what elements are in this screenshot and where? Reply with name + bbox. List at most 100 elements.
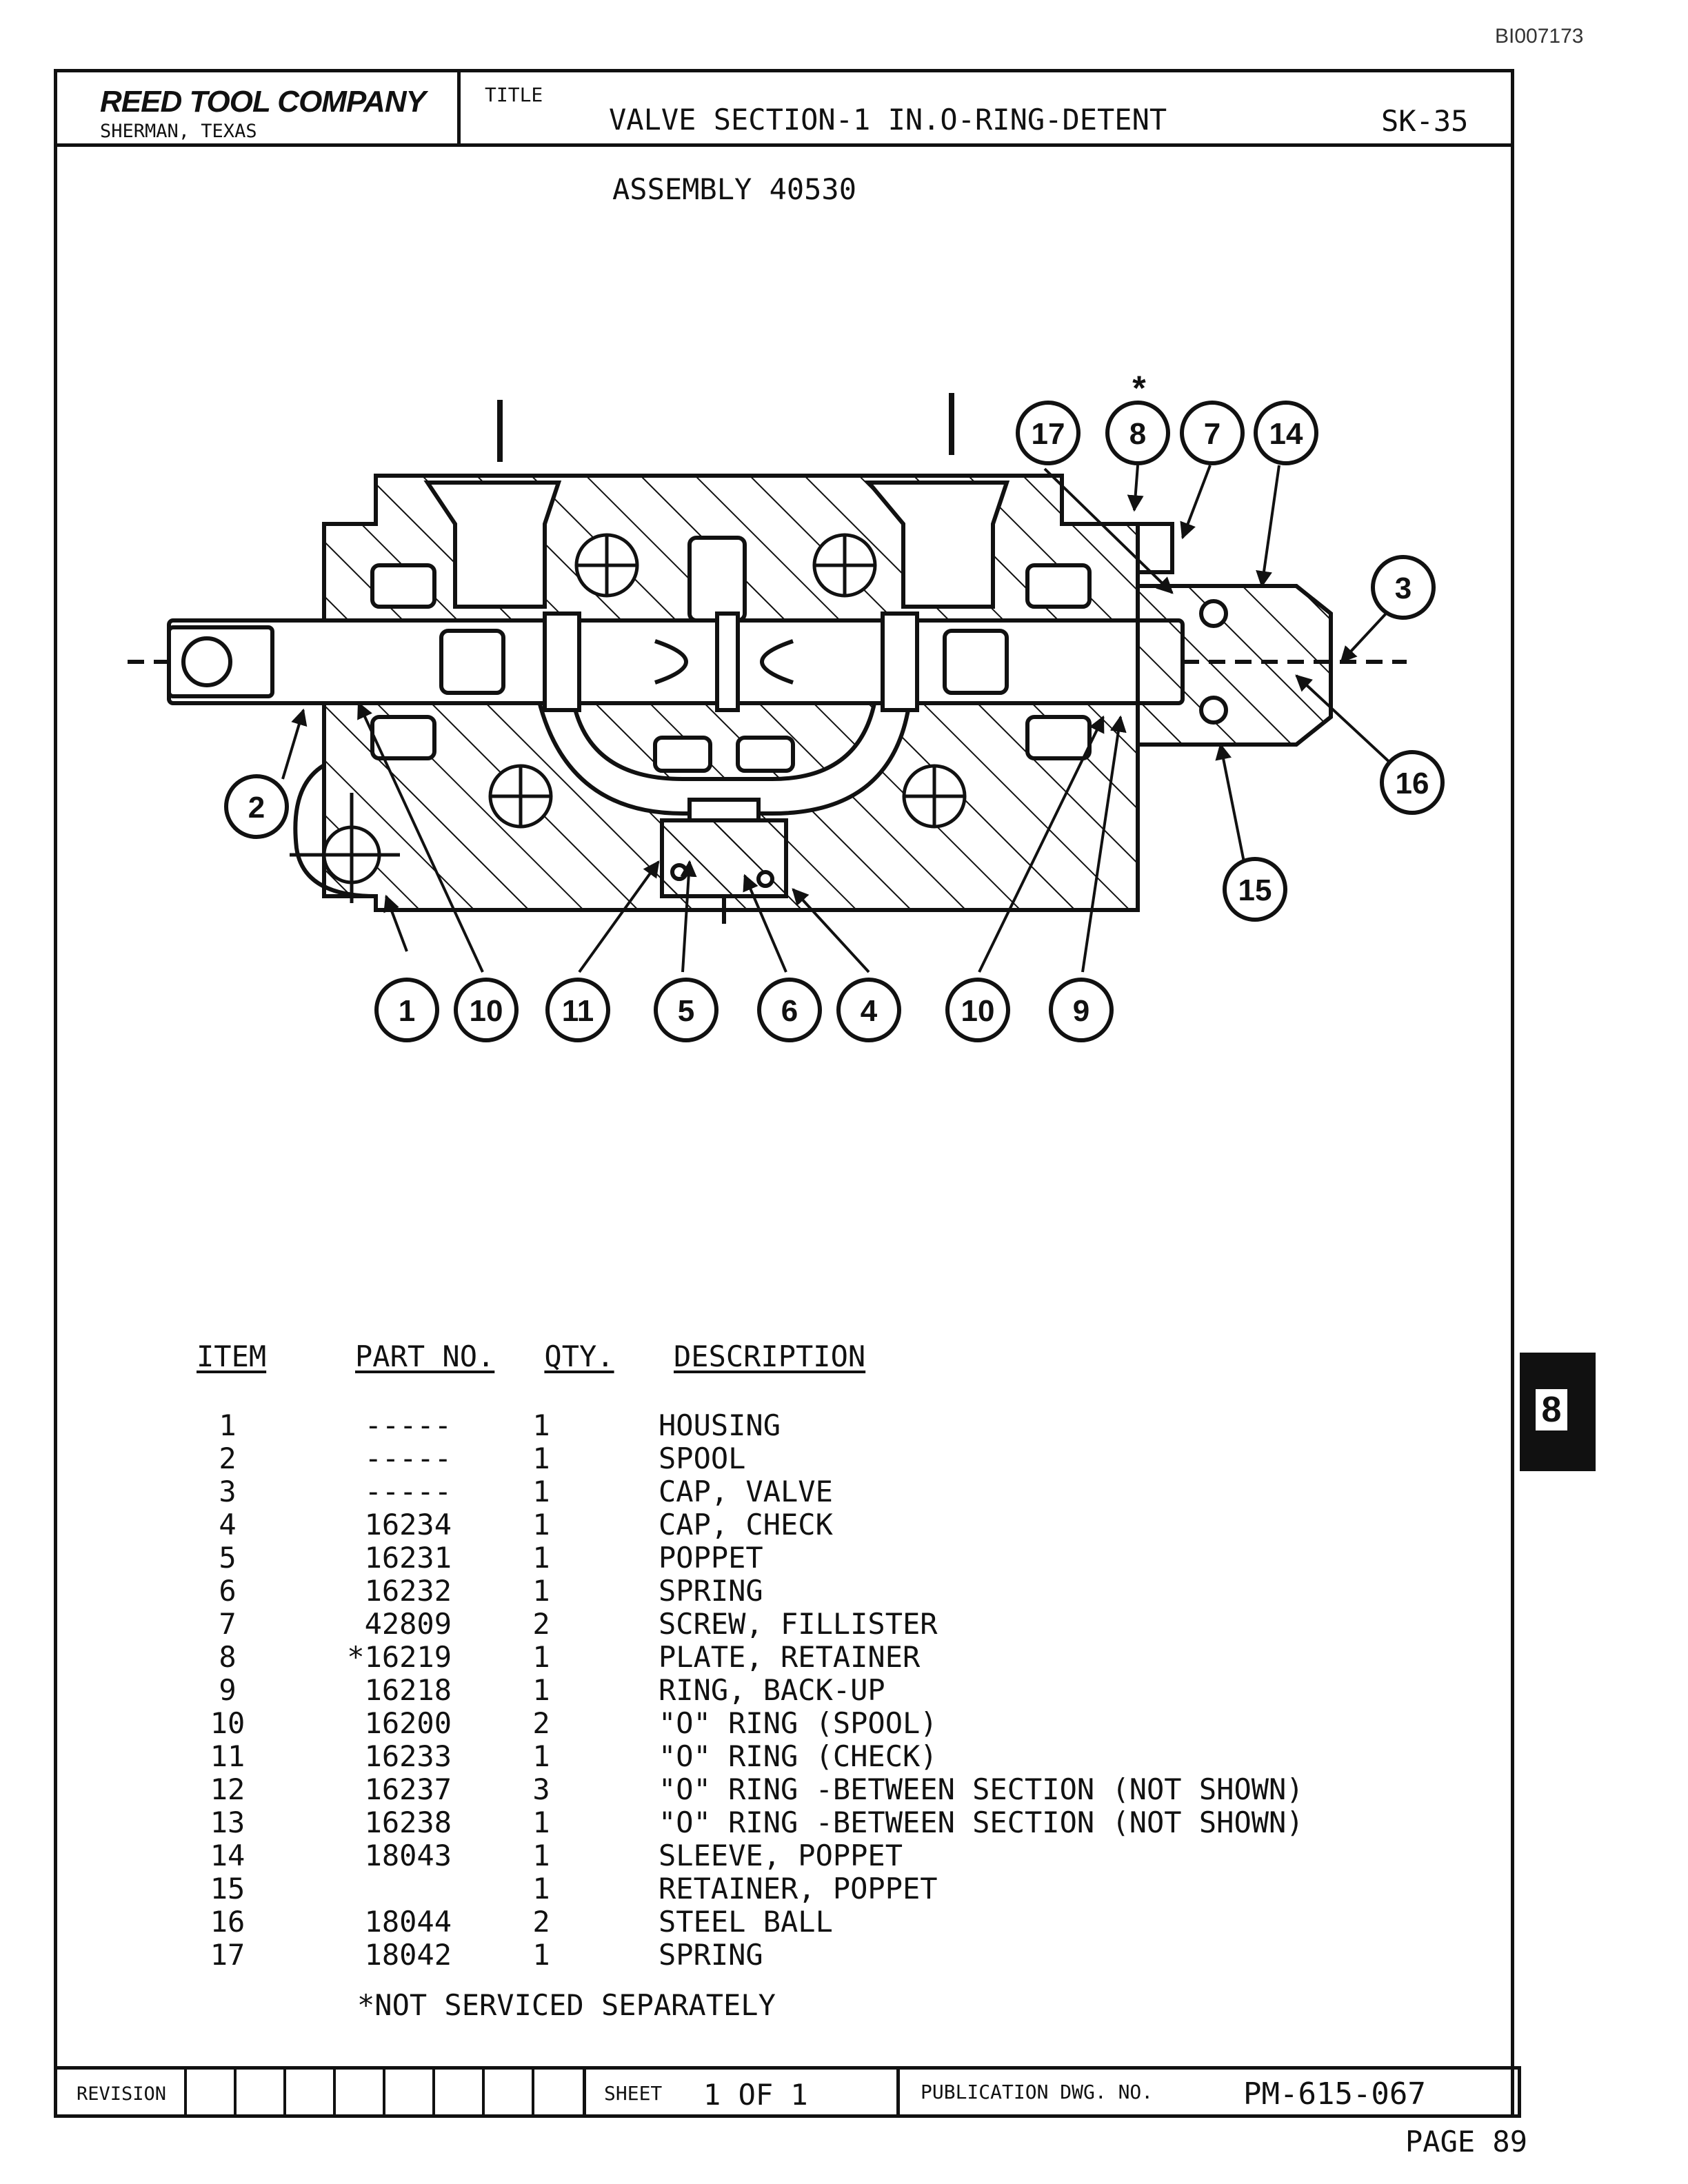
svg-text:17: 17 xyxy=(1032,417,1065,451)
footnote: *NOT SERVICED SEPARATELY xyxy=(357,1988,776,2022)
revision-cell xyxy=(383,2070,385,2114)
svg-text:15: 15 xyxy=(1238,873,1272,907)
qty-cell: 3 xyxy=(532,1772,550,1806)
callout-8: 8 xyxy=(1105,401,1170,465)
spool xyxy=(128,611,1407,712)
description-cell: "O" RING (SPOOL) xyxy=(659,1706,938,1740)
callout-6: 6 xyxy=(757,978,822,1042)
part-no-cell: 16231 xyxy=(364,1541,452,1575)
part-no-cell: 16238 xyxy=(364,1806,452,1839)
part-no-cell: 18043 xyxy=(364,1839,452,1872)
not-serviced-asterisk: * xyxy=(1132,372,1146,407)
part-no-cell: ----- xyxy=(364,1408,452,1442)
description-cell: "O" RING -BETWEEN SECTION (NOT SHOWN) xyxy=(659,1806,1304,1839)
svg-text:3: 3 xyxy=(1395,572,1411,605)
header-qty: QTY. xyxy=(544,1339,614,1373)
item-cell: 4 xyxy=(219,1508,237,1541)
description-cell: "O" RING -BETWEEN SECTION (NOT SHOWN) xyxy=(659,1772,1304,1806)
callout-16: 16 xyxy=(1380,750,1445,815)
callout-2: 2 xyxy=(224,774,289,839)
revision-cell xyxy=(333,2070,336,2114)
item-cell: 9 xyxy=(219,1673,237,1707)
document-id: BI007173 xyxy=(1495,25,1584,48)
part-no-cell: 16200 xyxy=(364,1706,452,1740)
part-no-cell: 18042 xyxy=(364,1938,452,1972)
internal-cavities xyxy=(370,563,1092,816)
table-row: 13 16238 1 "O" RING -BETWEEN SECTION (NOT S… xyxy=(197,1806,1507,1839)
description-cell: POPPET xyxy=(659,1541,763,1575)
callout-9: 9 xyxy=(1049,978,1114,1042)
qty-cell: 1 xyxy=(532,1806,550,1839)
callout-1: 1 xyxy=(374,978,439,1042)
part-no-cell: ----- xyxy=(364,1475,452,1508)
item-cell: 15 xyxy=(210,1872,245,1905)
qty-cell: 2 xyxy=(532,1905,550,1939)
callout-7: 7 xyxy=(1180,401,1245,465)
description-cell: RETAINER, POPPET xyxy=(659,1872,938,1905)
item-cell: 13 xyxy=(210,1806,245,1839)
revision-label: REVISION xyxy=(77,2083,167,2105)
revision-cell xyxy=(234,2070,237,2114)
callout-bubbles: 1 10 11 5 6 4 10 9 2 17 8 7 14 3 16 15 * xyxy=(224,372,1445,1042)
part-no-cell: 18044 xyxy=(364,1905,452,1939)
company-location: SHERMAN, TEXAS xyxy=(100,121,257,142)
qty-cell: 1 xyxy=(532,1442,550,1475)
svg-text:10: 10 xyxy=(961,994,995,1028)
part-no-cell: 16237 xyxy=(364,1772,452,1806)
table-header: ITEM PART NO. QTY. DESCRIPTION xyxy=(197,1340,1507,1373)
part-no-cell: *16219 xyxy=(347,1640,452,1674)
section-tab: 8 xyxy=(1520,1353,1596,1471)
svg-text:6: 6 xyxy=(781,994,798,1028)
sheet-label: SHEET xyxy=(604,2082,663,2105)
svg-text:4: 4 xyxy=(861,994,878,1028)
revision-cell xyxy=(283,2070,286,2114)
callout-10-right: 10 xyxy=(945,978,1010,1042)
item-cell: 6 xyxy=(219,1574,237,1608)
qty-cell: 1 xyxy=(532,1739,550,1773)
item-cell: 3 xyxy=(219,1475,237,1508)
qty-cell: 1 xyxy=(532,1938,550,1972)
qty-cell: 2 xyxy=(532,1607,550,1641)
section-tab-label: 8 xyxy=(1534,1387,1569,1433)
svg-text:1: 1 xyxy=(399,994,415,1028)
revision-cell xyxy=(432,2070,435,2114)
qty-cell: 1 xyxy=(532,1673,550,1707)
callout-5: 5 xyxy=(654,978,719,1042)
item-cell: 16 xyxy=(210,1905,245,1939)
revision-block: REVISION SHEET 1 OF 1 PUBLICATION DWG. N… xyxy=(54,2066,1521,2118)
part-no-cell: 16218 xyxy=(364,1673,452,1707)
description-cell: "O" RING (CHECK) xyxy=(659,1739,938,1773)
svg-text:8: 8 xyxy=(1129,417,1146,451)
item-cell: 2 xyxy=(219,1442,237,1475)
assembly-number: ASSEMBLY 40530 xyxy=(612,172,857,206)
part-no-cell: 16232 xyxy=(364,1574,452,1608)
item-cell: 1 xyxy=(219,1408,237,1442)
page-number: PAGE 89 xyxy=(1405,2125,1528,2158)
revision-cell xyxy=(482,2070,485,2114)
description-cell: CAP, VALVE xyxy=(659,1475,833,1508)
table-row: 12 16237 3 "O" RING -BETWEEN SECTION (NOT S… xyxy=(197,1773,1507,1806)
upper-ports xyxy=(423,393,1010,623)
part-no-cell: 16233 xyxy=(364,1739,452,1773)
description-cell: SPOOL xyxy=(659,1442,746,1475)
table-row: 15 1 RETAINER, POPPET xyxy=(197,1872,1507,1905)
header-item: ITEM xyxy=(197,1339,267,1373)
description-cell: SCREW, FILLISTER xyxy=(659,1607,938,1641)
part-no-cell: 16234 xyxy=(364,1508,452,1541)
qty-cell: 1 xyxy=(532,1872,550,1905)
svg-text:7: 7 xyxy=(1204,417,1220,451)
publication-label: PUBLICATION DWG. NO. xyxy=(921,2081,1154,2103)
title-block: REED TOOL COMPANY SHERMAN, TEXAS TITLE V… xyxy=(57,72,1511,147)
drawing-title: VALVE SECTION-1 IN.O-RING-DETENT xyxy=(609,103,1167,136)
publication-number: PM-615-067 xyxy=(1243,2076,1426,2112)
callout-15: 15 xyxy=(1223,857,1287,922)
description-cell: SLEEVE, POPPET xyxy=(659,1839,903,1872)
item-cell: 12 xyxy=(210,1772,245,1806)
